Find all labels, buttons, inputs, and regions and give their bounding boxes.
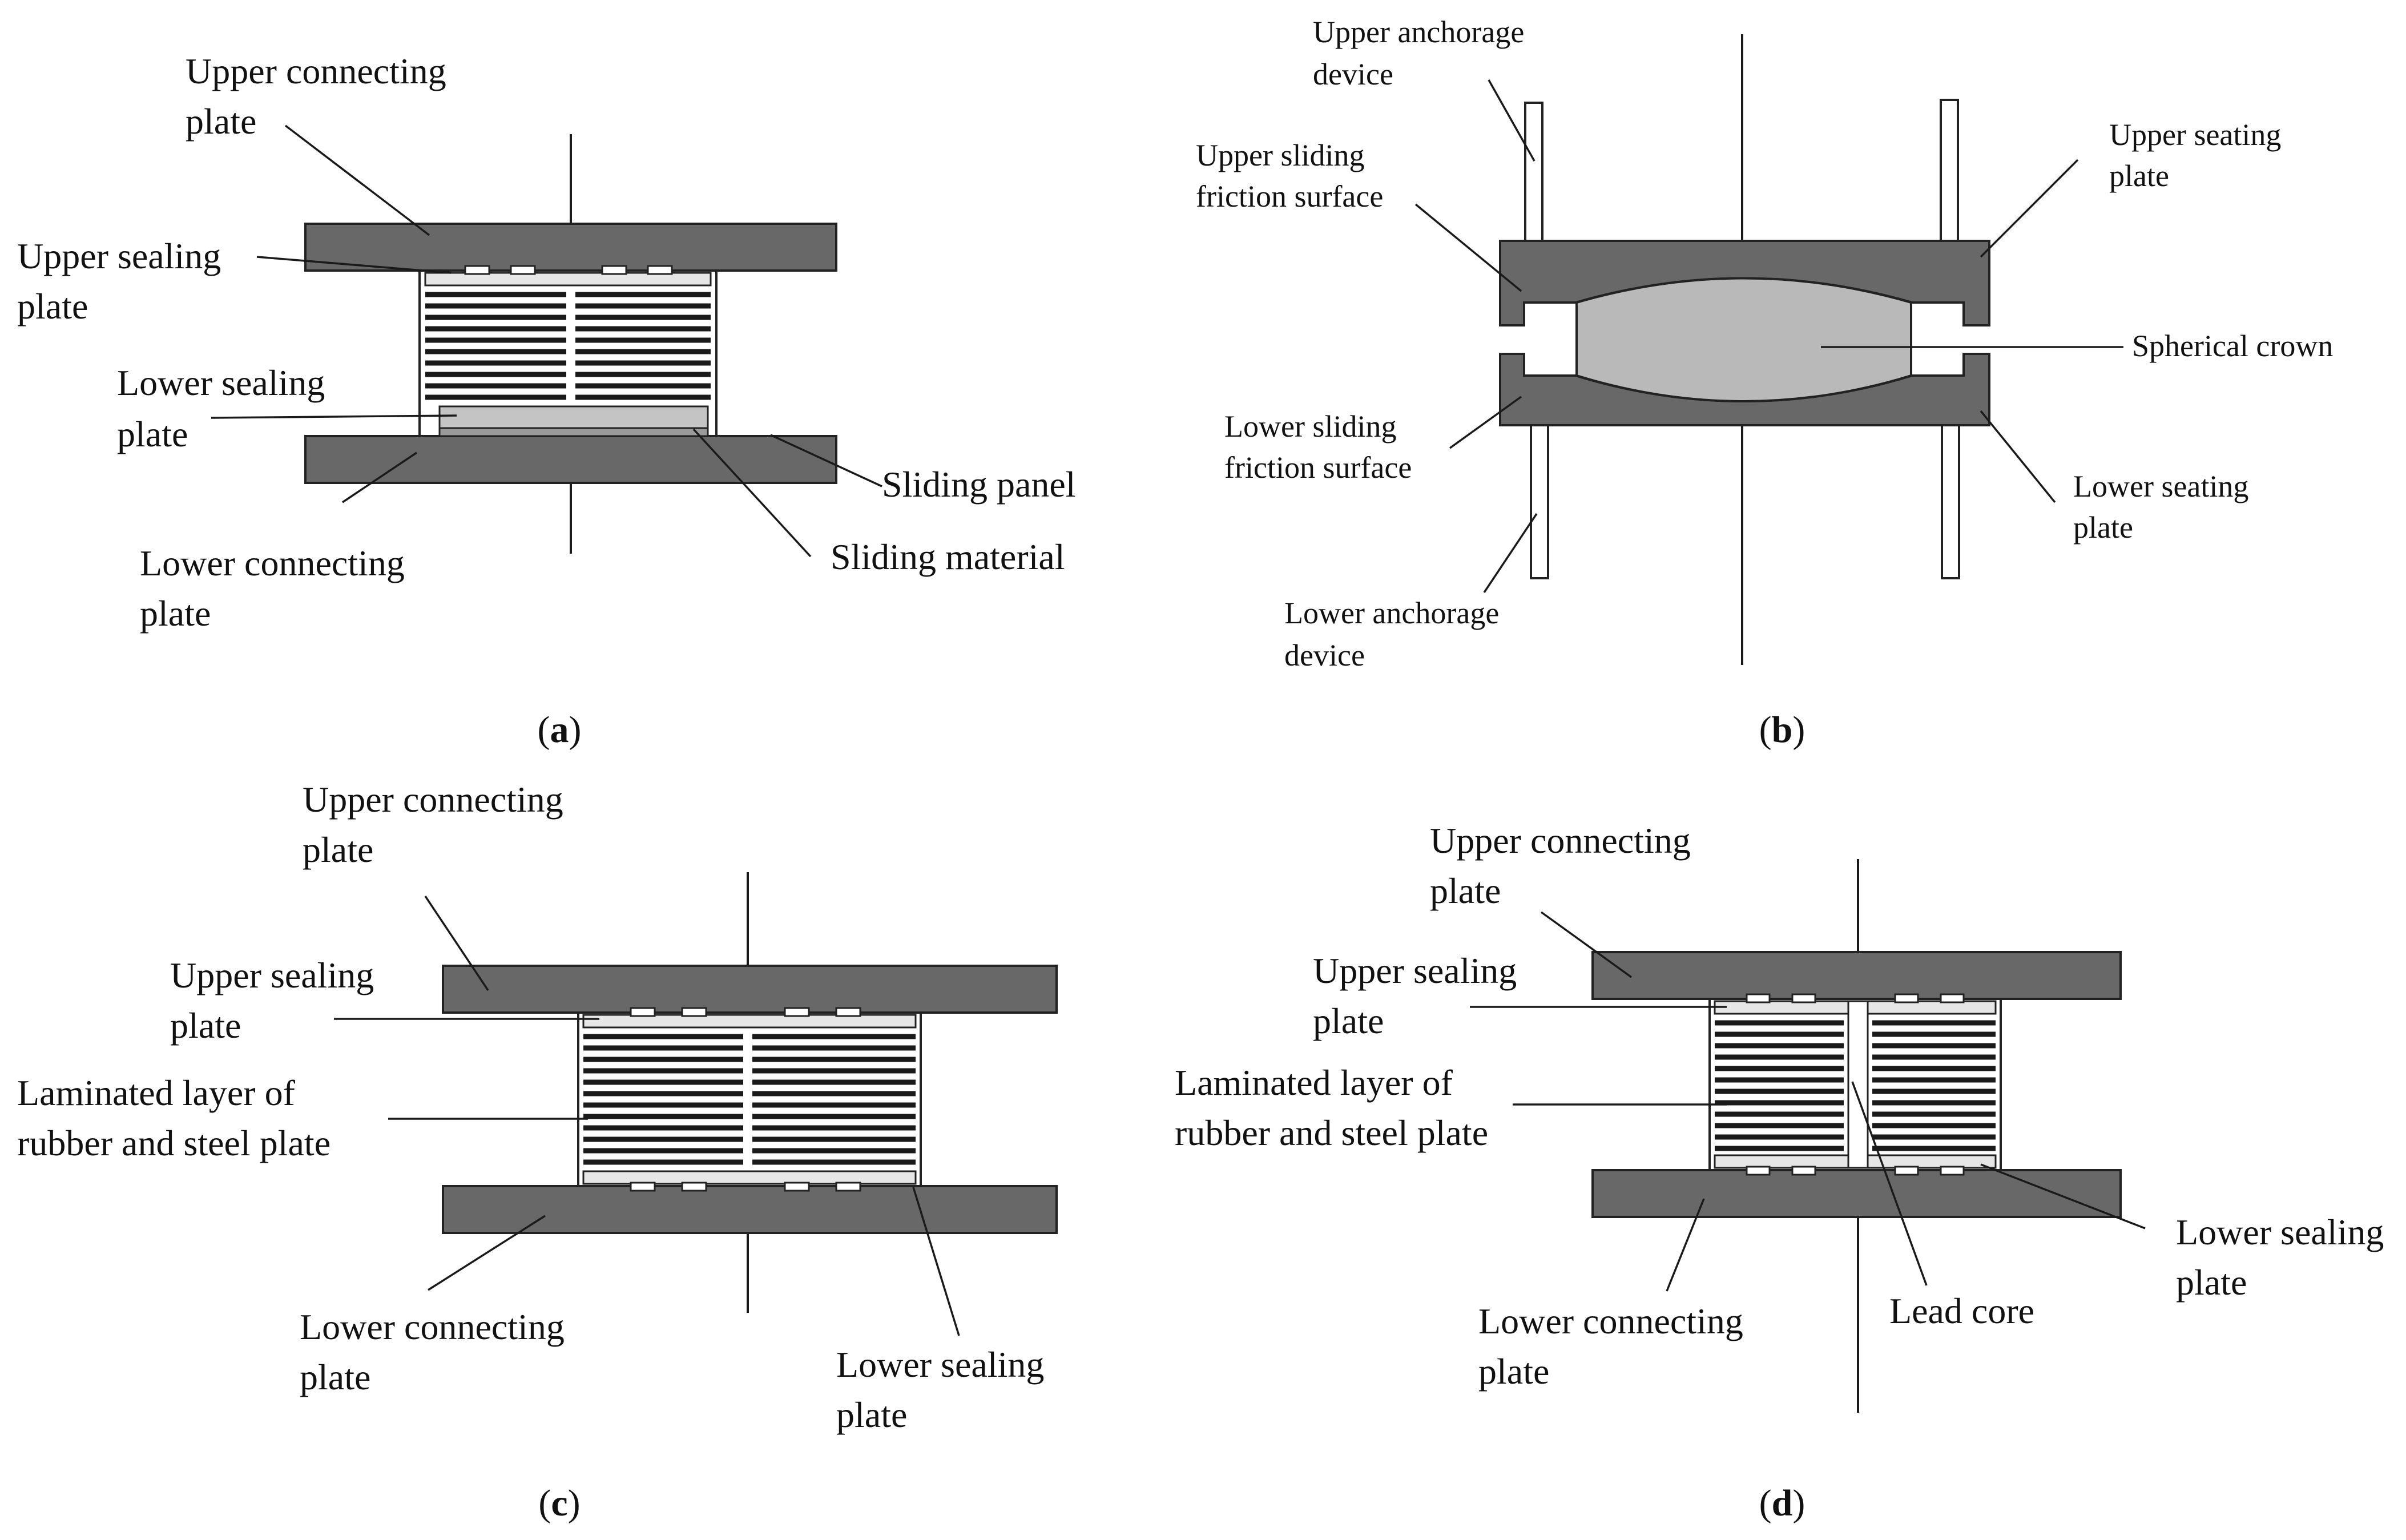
- panel-c-upper-sealing-plate-shape: [582, 1014, 917, 1029]
- label-a-lower-sealing-plate: Lower sealing plate: [117, 362, 334, 454]
- panel-b-upper-anchorage-left: [1524, 102, 1543, 247]
- caption-a: (a): [538, 709, 582, 751]
- caption-c: (c): [538, 1482, 580, 1524]
- label-b-lower-sliding-friction-surface: Lower sliding friction surface: [1224, 409, 1412, 485]
- label-c-lower-sealing-plate: Lower sealing plate: [836, 1344, 1053, 1435]
- panel-a-lower-connecting-plate: [304, 435, 837, 484]
- label-d-upper-sealing-plate: Upper sealing plate: [1313, 950, 1526, 1041]
- panel-c-lower-sealing-plate-shape: [582, 1170, 917, 1185]
- label-b-upper-seating-plate: Upper seating plate: [2109, 118, 2289, 193]
- panel-a-upper-sealing-plate-shape: [424, 272, 712, 287]
- panel-c-leaders: [334, 896, 960, 1336]
- panel-d: Upper connecting plate Upper sealing pla…: [1175, 820, 2393, 1524]
- panel-b-lower-anchorage-left: [1530, 424, 1549, 579]
- label-a-sliding-material: Sliding material: [831, 537, 1065, 577]
- panel-a-upper-tabs: [464, 265, 673, 275]
- panel-c: Upper connecting plate Upper sealing pla…: [17, 779, 1058, 1524]
- panel-d-upper-connecting-plate: [1591, 951, 2122, 1000]
- label-c-upper-connecting-plate: Upper connecting plate: [303, 779, 573, 870]
- panel-a-sliding-material-shape: [438, 427, 709, 437]
- label-b-lower-anchorage-device: Lower anchorage device: [1284, 596, 1507, 672]
- label-c-laminated-layer: Laminated layer of rubber and steel plat…: [17, 1073, 331, 1163]
- label-d-laminated-layer: Laminated layer of rubber and steel plat…: [1175, 1062, 1488, 1153]
- panel-d-leaders: [1470, 911, 2146, 1292]
- label-b-spherical-crown: Spherical crown: [2132, 329, 2333, 363]
- label-b-lower-seating-plate: Lower seating plate: [2073, 469, 2256, 545]
- caption-b: (b): [1759, 709, 1805, 751]
- panel-a-laminated-layer: [425, 292, 711, 400]
- panel-c-laminated-layer: [583, 1034, 916, 1165]
- panel-b-upper-anchorage-right: [1940, 99, 1959, 244]
- label-d-lower-sealing-plate: Lower sealing plate: [2176, 1212, 2393, 1303]
- label-d-upper-connecting-plate: Upper connecting plate: [1430, 820, 1700, 911]
- panel-c-upper-connecting-plate: [442, 965, 1058, 1014]
- label-a-lower-connecting-plate: Lower connecting plate: [140, 543, 414, 634]
- panel-a-lower-sealing-plate-shape: [438, 405, 709, 429]
- caption-d: (d): [1759, 1482, 1805, 1524]
- panel-d-laminated-layer: [1715, 1020, 1996, 1151]
- label-c-lower-connecting-plate: Lower connecting plate: [300, 1307, 574, 1397]
- label-a-sliding-panel: Sliding panel: [882, 464, 1076, 505]
- label-a-upper-connecting-plate: Upper connecting plate: [186, 51, 456, 142]
- panel-d-lower-connecting-plate: [1591, 1169, 2122, 1218]
- panel-d-lead-core-shape: [1847, 1000, 1869, 1169]
- label-d-lead-core: Lead core: [1889, 1291, 2034, 1331]
- panel-b-lower-anchorage-right: [1941, 424, 1960, 579]
- panel-b-leaders: [1414, 79, 2123, 593]
- label-b-upper-anchorage-device: Upper anchorage device: [1313, 15, 1532, 91]
- panel-a-upper-connecting-plate: [304, 223, 837, 272]
- panel-c-bearing-body: [577, 1011, 922, 1187]
- panel-c-tabs: [630, 1007, 861, 1192]
- panel-b-spherical-crown: [1575, 277, 1912, 402]
- label-c-upper-sealing-plate: Upper sealing plate: [170, 955, 383, 1046]
- label-b-upper-sliding-friction-surface: Upper sliding friction surface: [1196, 138, 1383, 213]
- label-a-upper-sealing-plate: Upper sealing plate: [17, 236, 230, 326]
- panel-a: Upper connecting plate Upper sealing pla…: [17, 51, 1076, 751]
- panel-d-tabs: [1746, 993, 1965, 1176]
- label-d-lower-connecting-plate: Lower connecting plate: [1478, 1301, 1752, 1392]
- panel-c-lower-connecting-plate: [442, 1185, 1058, 1234]
- panel-b: Upper anchorage device Upper sliding fri…: [1196, 15, 2333, 751]
- panel-a-leaders: [211, 124, 882, 558]
